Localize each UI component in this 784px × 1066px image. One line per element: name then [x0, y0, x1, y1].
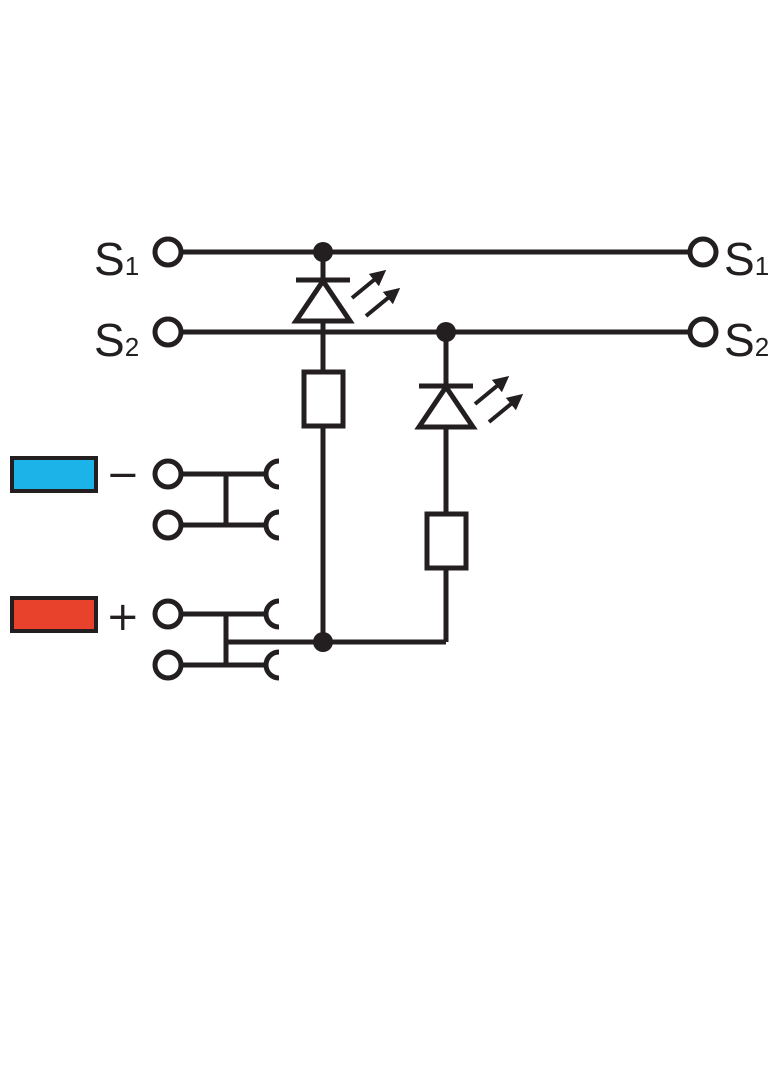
- minus-sign: −: [106, 452, 140, 498]
- led-1-icon: [291, 269, 401, 324]
- s2-right-terminal: [687, 316, 719, 348]
- positive-jumper-icon: [181, 598, 280, 681]
- s1-right-terminal: [687, 236, 719, 268]
- negative-terminal-2: [152, 509, 184, 541]
- s1-left-label: S1: [94, 233, 139, 285]
- s1-right-label: S1: [724, 233, 769, 285]
- negative-terminal-1: [152, 458, 184, 490]
- negative-color-marker: [10, 456, 98, 493]
- junction-s1-icon: [313, 242, 333, 262]
- positive-terminal-2: [152, 649, 184, 681]
- junction-common-icon: [313, 632, 333, 652]
- s2-left-terminal: [152, 316, 184, 348]
- positive-terminal-1: [152, 598, 184, 630]
- resistor-1-icon: [301, 369, 346, 429]
- s1-left-terminal: [152, 236, 184, 268]
- junction-s2-icon: [436, 322, 456, 342]
- positive-color-marker: [10, 596, 98, 633]
- resistor-2-icon: [424, 511, 469, 571]
- negative-jumper-icon: [181, 458, 280, 541]
- s2-right-label: S2: [724, 314, 769, 366]
- plus-sign: +: [106, 594, 140, 640]
- led-2-icon: [414, 375, 524, 430]
- s2-left-label: S2: [94, 314, 139, 366]
